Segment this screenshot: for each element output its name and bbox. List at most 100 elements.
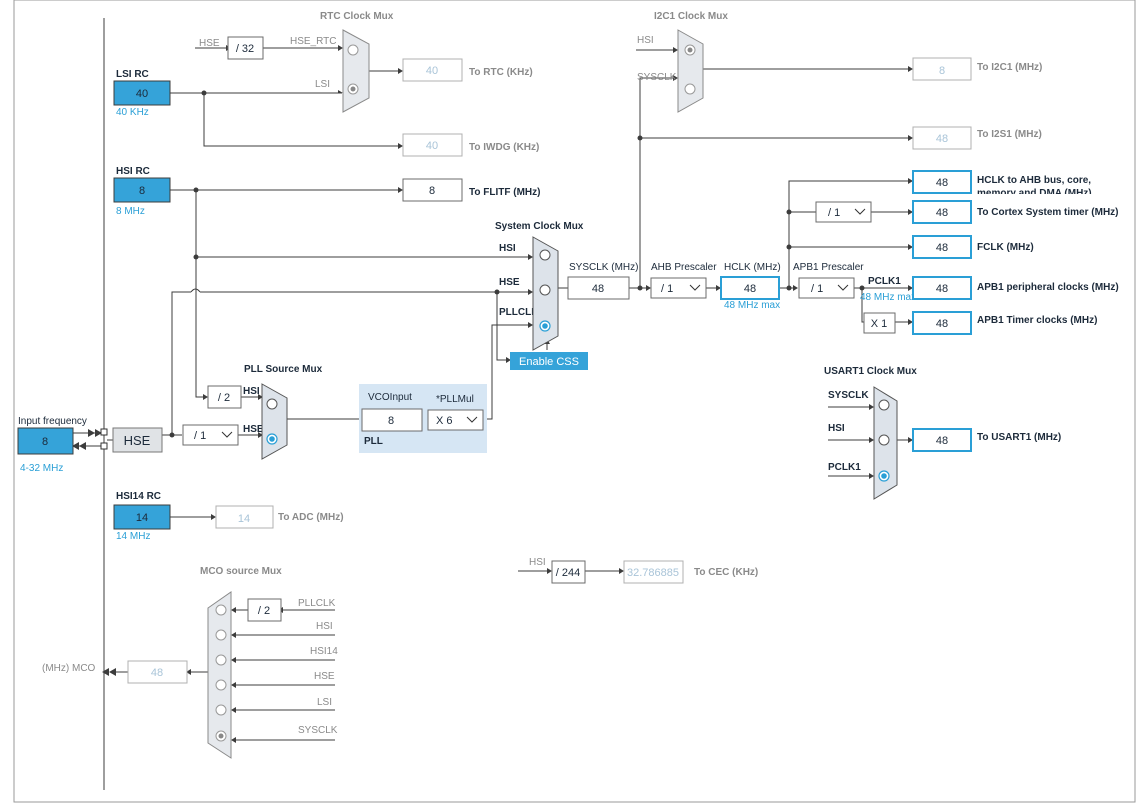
ahb-bus-output-label-line1: HCLK to AHB bus, core, <box>977 175 1091 186</box>
usart1-pclk1-label: PCLK1 <box>828 462 861 473</box>
hclk-value[interactable]: 48 <box>744 283 756 295</box>
apb1-peripheral-output-field[interactable] <box>912 276 972 300</box>
fclk-output-field[interactable] <box>912 235 972 259</box>
osc-out-pin <box>100 442 108 450</box>
hse-prediv-select[interactable] <box>182 424 239 446</box>
pll-source-mux[interactable] <box>261 383 288 460</box>
hsi-rc-value: 8 <box>139 185 145 197</box>
pll-src-hsi-label: HSI <box>243 386 260 397</box>
pll-mul-select[interactable] <box>427 409 484 431</box>
apb1-prescaler-value: / 1 <box>811 283 823 295</box>
pclk1-label: PCLK1 <box>868 276 901 287</box>
apb1-timer-multiplier-value: X 1 <box>871 318 888 330</box>
adc-output-label: To ADC (MHz) <box>278 512 344 523</box>
apb1-prescaler-select[interactable] <box>798 277 855 299</box>
cortex-timer-output-value[interactable]: 48 <box>936 207 948 219</box>
input-frequency-field[interactable] <box>17 427 74 455</box>
hclk-max: 48 MHz max <box>724 300 780 311</box>
cortex-timer-output-label: To Cortex System timer (MHz) <box>977 207 1119 218</box>
mco-option-hsi[interactable] <box>215 629 227 641</box>
mco-input-lsi: LSI <box>317 697 332 708</box>
mco-option-hse[interactable] <box>215 679 227 691</box>
usart1-option-sysclk[interactable] <box>878 399 890 411</box>
mco-option-hsi14[interactable] <box>215 654 227 666</box>
i2c1-clock-mux[interactable] <box>677 29 704 113</box>
hse-rtc-label: HSE_RTC <box>290 36 337 47</box>
mco-output-field <box>127 660 188 684</box>
mco-pll-divider-value: / 2 <box>258 605 270 617</box>
rtc-output-label: To RTC (KHz) <box>469 67 533 78</box>
i2c1-output-value: 8 <box>939 65 945 77</box>
mco-option-pllclk[interactable] <box>215 604 227 616</box>
mco-pll-divider <box>247 598 282 622</box>
sysmux-option-hsi[interactable] <box>539 249 551 261</box>
ahb-prescaler-label: AHB Prescaler <box>651 262 717 273</box>
cec-hsi-label: HSI <box>529 557 546 568</box>
i2c1-mux-option-sysclk[interactable] <box>684 83 696 95</box>
rtc-clock-mux[interactable] <box>342 29 370 113</box>
pll-src-option-hsi[interactable] <box>266 398 278 410</box>
mco-option-lsi[interactable] <box>215 704 227 716</box>
i2c1-mux-selected-dot <box>687 47 693 53</box>
adc-output-field <box>215 505 274 529</box>
pll-label: PLL <box>364 436 383 447</box>
mco-mux-title: MCO source Mux <box>200 566 282 577</box>
i2c1-output-field <box>912 57 972 81</box>
lsi-rc-label: LSI RC <box>116 69 149 80</box>
mco-input-hsi: HSI <box>316 621 333 632</box>
ahb-bus-output-label-line2: memory and DMA (MHz) <box>977 188 1092 199</box>
rtc-mux-option-hse[interactable] <box>347 44 359 56</box>
pclk1-max: 48 MHz max <box>860 292 916 303</box>
sysclk-field <box>567 276 630 300</box>
apb1-peripheral-output-value[interactable]: 48 <box>936 283 948 295</box>
cortex-timer-output-field[interactable] <box>912 200 972 224</box>
sysclk-value: 48 <box>592 283 604 295</box>
i2c1-mux-title: I2C1 Clock Mux <box>654 11 728 22</box>
rtc-output-field <box>402 58 463 82</box>
vco-input-label: VCOInput <box>368 392 412 403</box>
hse-prediv-value: / 1 <box>194 430 206 442</box>
pll-mul-value: X 6 <box>436 415 453 427</box>
enable-css-label: Enable CSS <box>519 356 579 368</box>
apb1-timer-output-value[interactable]: 48 <box>936 318 948 330</box>
input-frequency-value[interactable]: 8 <box>42 436 48 448</box>
ahb-bus-output-value[interactable]: 48 <box>936 177 948 189</box>
ahb-prescaler-select[interactable] <box>650 277 707 299</box>
pll-source-mux-title: PLL Source Mux <box>244 364 323 375</box>
rtc-mux-selected-dot <box>350 86 356 92</box>
input-frequency-label: Input frequency <box>18 416 87 427</box>
fclk-output-value[interactable]: 48 <box>936 242 948 254</box>
ahb-prescaler-value: / 1 <box>661 283 673 295</box>
rtc-output-value: 40 <box>426 65 438 77</box>
hsi-rc-label: HSI RC <box>116 166 150 177</box>
hclk-field[interactable] <box>720 276 780 300</box>
usart1-output-value[interactable]: 48 <box>936 435 948 447</box>
cec-output-value: 32.786885 <box>627 567 679 579</box>
usart1-option-hsi[interactable] <box>878 434 890 446</box>
hse-block[interactable] <box>112 427 163 453</box>
hsi14-rc-freq: 14 MHz <box>116 531 150 542</box>
lsi-rc-block <box>113 80 171 106</box>
ahb-bus-output-field[interactable] <box>912 170 972 194</box>
cec-output-label: To CEC (KHz) <box>694 567 758 578</box>
apb1-prescaler-chevron-down-icon <box>837 284 849 291</box>
pll-mul-chevron-down-icon <box>466 416 478 423</box>
hse-label: HSE <box>124 433 151 448</box>
apb1-peripheral-output-label: APB1 peripheral clocks (MHz) <box>977 282 1119 293</box>
cortex-divider-select[interactable] <box>815 201 872 223</box>
usart1-output-field[interactable] <box>912 428 972 452</box>
flitf-output-value: 8 <box>429 185 435 197</box>
vco-input-value: 8 <box>388 415 394 427</box>
rtc-hse-divider <box>227 36 264 60</box>
iwdg-output-label: To IWDG (KHz) <box>469 142 539 153</box>
hse-prediv-chevron-down-icon <box>221 431 233 438</box>
ahb-prescaler-chevron-down-icon <box>689 284 701 291</box>
flitf-output-label: To FLITF (MHz) <box>469 187 540 198</box>
apb1-timer-multiplier <box>863 312 896 334</box>
apb1-timer-output-field[interactable] <box>912 311 972 335</box>
lsi-rc-value: 40 <box>136 88 148 100</box>
enable-css-button[interactable] <box>510 352 588 370</box>
sysmux-hse-label: HSE <box>499 277 520 288</box>
sysmux-option-hse[interactable] <box>539 284 551 296</box>
